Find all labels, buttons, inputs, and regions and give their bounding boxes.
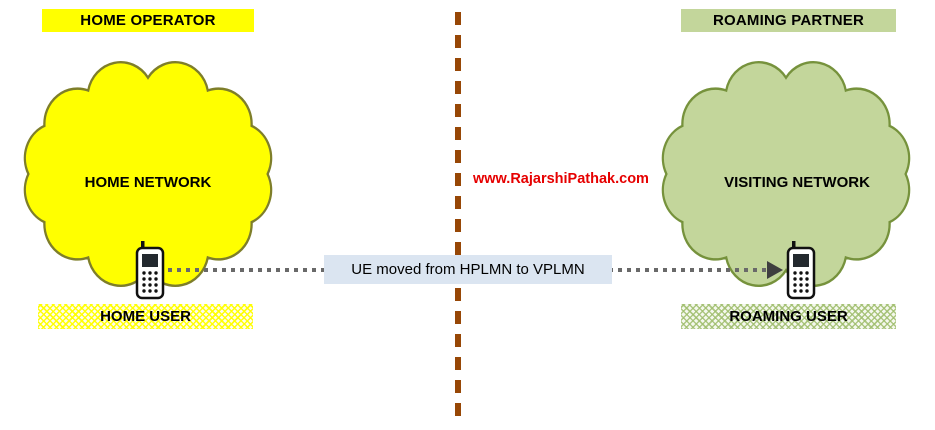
home-operator-header: HOME OPERATOR	[42, 9, 254, 32]
roaming-partner-header: ROAMING PARTNER	[681, 9, 896, 32]
ue-movement-label: UE moved from HPLMN to VPLMN	[324, 255, 612, 284]
home-network-cloud-icon	[23, 60, 273, 288]
watermark-text: www.RajarshiPathak.com	[473, 171, 649, 187]
operator-boundary-dashed-line	[455, 12, 461, 420]
visiting-network-cloud-icon	[661, 60, 911, 288]
roaming-user-phone-icon	[786, 241, 816, 300]
arrow-head-icon	[767, 261, 783, 279]
roaming-user-label: ROAMING USER	[681, 304, 896, 329]
visiting-network-label: VISITING NETWORK	[724, 174, 870, 191]
home-network-label: HOME NETWORK	[84, 174, 212, 191]
home-user-label: HOME USER	[38, 304, 253, 329]
home-user-phone-icon	[135, 241, 165, 300]
